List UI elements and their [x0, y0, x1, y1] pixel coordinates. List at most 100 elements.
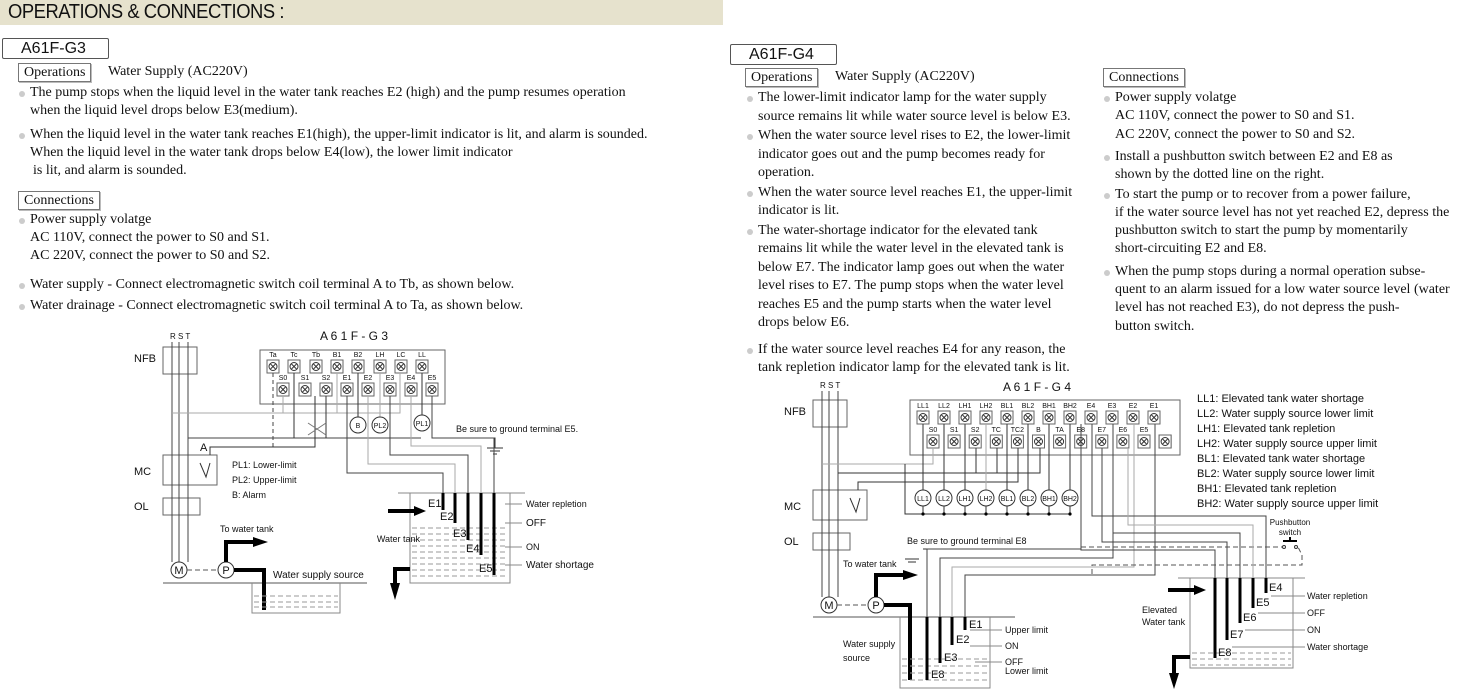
terminal-screw-icon — [1128, 413, 1138, 422]
connection-text: When the pump stops during a normal oper… — [1115, 263, 1426, 279]
bullet-icon — [19, 283, 25, 289]
bullet-icon — [747, 347, 753, 354]
terminal-label: LH — [376, 352, 385, 359]
wire — [1067, 414, 1073, 421]
operation-text: If the water source level reaches E4 for… — [758, 341, 1066, 357]
diagram-title: A 6 1 F - G 4 — [1003, 380, 1071, 394]
connections-label-g3: Connections — [18, 191, 100, 210]
operation-text: indicator goes out and the pump becomes … — [758, 146, 1045, 162]
terminal-screw-icon — [396, 362, 406, 371]
terminal-screw-icon — [385, 385, 395, 394]
terminal-screw-icon — [1023, 413, 1033, 422]
wire — [302, 386, 308, 393]
connection-text: shown by the dotted line on the right. — [1115, 167, 1325, 183]
terminal-label: TA — [1055, 427, 1064, 434]
terminal-label: TC2 — [1011, 427, 1024, 434]
terminal-screw-icon — [928, 437, 938, 446]
terminal-label: Tc — [291, 352, 299, 359]
operation-text: When the liquid level in the water tank … — [30, 127, 648, 142]
wire — [951, 424, 1135, 645]
indicator-lamp-icon — [371, 416, 389, 434]
connection-text: AC 110V, connect the power to S0 and S1. — [30, 230, 270, 245]
junction-dot — [1005, 512, 1009, 516]
terminal-screw-icon — [406, 385, 416, 394]
source-label: Water supply source — [273, 570, 364, 581]
terminal-screw-icon — [1034, 437, 1043, 446]
terminal-screw-icon — [981, 413, 991, 422]
terminal-screw-icon — [1107, 413, 1117, 422]
wire — [1151, 414, 1157, 421]
bullet-icon — [747, 190, 753, 197]
drain-arrow-icon — [1169, 673, 1179, 689]
connection-text: Water drainage - Connect electromagnetic… — [30, 298, 524, 313]
terminal-label: LL — [418, 352, 426, 359]
elevated-tank-label: Water tank — [1142, 617, 1186, 627]
wire — [323, 386, 329, 393]
wire — [951, 438, 957, 445]
operation-text: tank repletion indicator lamp for the el… — [758, 360, 1070, 375]
legend-text: B: Alarm — [232, 490, 266, 500]
lamp-label: BL2 — [1022, 496, 1035, 503]
wire — [1035, 438, 1042, 445]
legend-text: BL2: Water supply source lower limit — [1197, 468, 1375, 480]
level-label: OFF — [526, 518, 546, 529]
nfb-breaker — [812, 399, 848, 428]
legend-text: LH1: Elevated tank repletion — [1197, 423, 1335, 435]
legend-text: BH1: Elevated tank repletion — [1197, 483, 1336, 495]
terminal-label: S2 — [322, 375, 331, 382]
wire — [874, 573, 905, 597]
wire — [224, 540, 255, 562]
junction-dot — [921, 512, 925, 516]
lamp-label: LH2 — [980, 496, 993, 503]
operation-text: operation. — [758, 165, 815, 180]
operation-text: The water-shortage indicator for the ele… — [758, 222, 1038, 238]
lamp-label: LH1 — [959, 496, 972, 503]
terminal-screw-icon — [417, 362, 427, 371]
terminal-label: S0 — [279, 375, 288, 382]
terminal-screw-icon — [1002, 413, 1012, 422]
wire — [355, 363, 361, 370]
section-title: OPERATIONS & CONNECTIONS : — [8, 1, 284, 23]
probe-label: E1 — [969, 619, 982, 631]
wire — [1189, 578, 1294, 669]
operation-text: remains lit while the water level in the… — [758, 241, 1064, 256]
motor-label: M — [824, 600, 833, 612]
terminal-screw-icon — [363, 385, 373, 394]
terminal-screw-icon — [939, 413, 949, 422]
indicator-lamp-icon — [413, 414, 431, 432]
terminal-screw-icon — [427, 385, 437, 394]
wire — [429, 386, 435, 393]
pushbutton-label: switch — [1279, 528, 1301, 537]
bullet-icon — [747, 96, 753, 102]
terminal-screw-icon — [1149, 413, 1159, 422]
probe-label: E5 — [1256, 597, 1269, 609]
probe-label: E6 — [1243, 612, 1256, 624]
level-label: Water shortage — [526, 560, 594, 571]
terminal-screw-icon — [311, 362, 321, 371]
operation-text: when the liquid level drops below E3(med… — [30, 103, 298, 118]
wire — [899, 617, 991, 689]
probe-label: E2 — [956, 634, 969, 646]
wire — [234, 568, 266, 610]
source-label: source — [843, 653, 870, 663]
probe-label: E1 — [428, 498, 441, 510]
lamp-label: B — [356, 423, 361, 430]
indicator-lamp-icon — [349, 416, 367, 434]
wire — [307, 422, 327, 436]
switch-contact — [1294, 545, 1298, 549]
level-label: Water repletion — [1307, 591, 1368, 601]
wire — [972, 438, 979, 445]
terminal-screw-icon — [960, 413, 970, 422]
operations-label-g4: Operations — [745, 68, 819, 87]
bullet-icon — [19, 91, 25, 97]
controller-terminal-block — [259, 349, 446, 405]
wire — [822, 448, 934, 465]
level-label: ON — [526, 542, 540, 552]
overload-relay — [162, 497, 201, 516]
level-label: Lower limit — [1005, 666, 1049, 676]
terminal-label: BH1 — [1042, 403, 1056, 410]
terminal-label: B1 — [333, 352, 342, 359]
terminal-screw-icon — [1118, 437, 1128, 446]
terminal-label: Ta — [269, 352, 277, 359]
wire — [1141, 438, 1147, 445]
